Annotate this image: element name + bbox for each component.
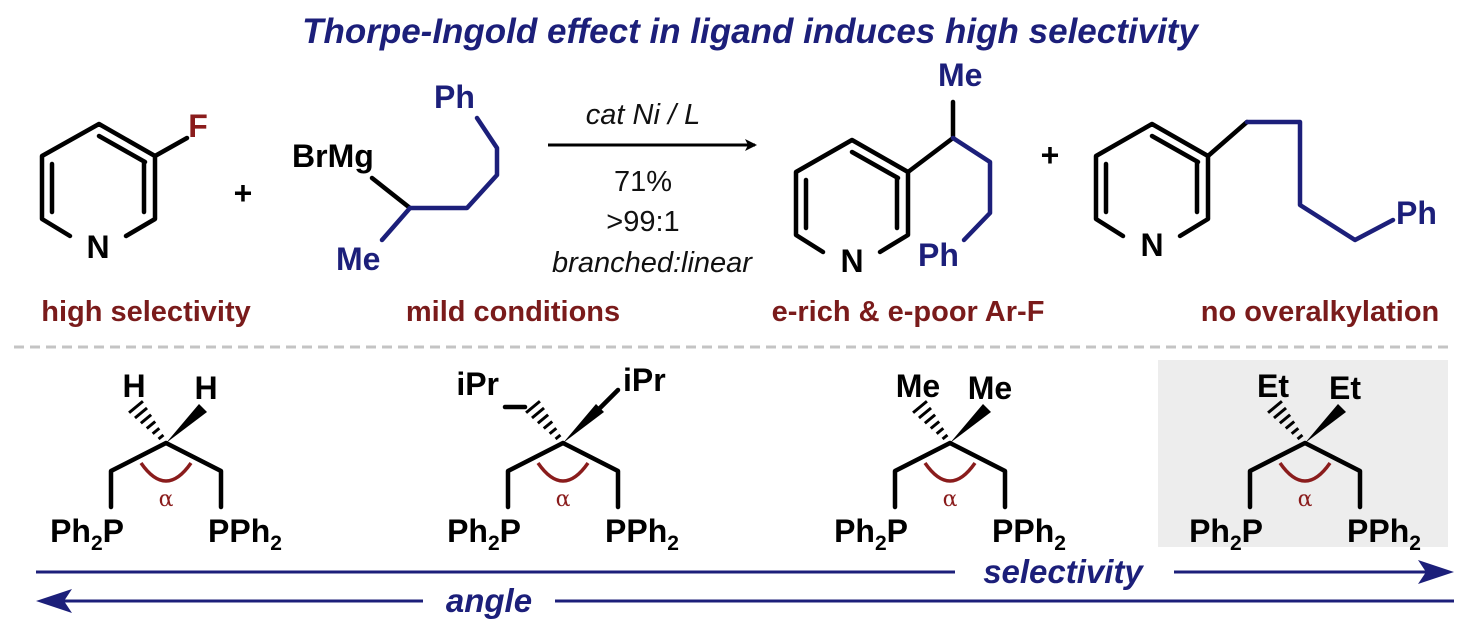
reactant-grignard: BrMg Ph Me	[292, 79, 500, 277]
plus-sign-1: +	[234, 175, 253, 211]
bite-angle-arc	[139, 461, 193, 483]
plus-sign-2: +	[1041, 137, 1060, 173]
bite-angle-arc	[1278, 461, 1332, 483]
hash-stroke	[151, 427, 161, 435]
ratio-description: branched:linear	[552, 247, 753, 279]
ring-nitrogen-label: N	[86, 229, 109, 265]
hash-stroke	[145, 420, 157, 430]
ligand-right-substituent: Me	[968, 370, 1012, 406]
selectivity-label: selectivity	[983, 553, 1144, 590]
angle-label: angle	[446, 582, 532, 619]
grignard-phenyl-label: Ph	[434, 79, 475, 115]
caption-high-selectivity: high selectivity	[41, 296, 251, 328]
hash-stroke	[536, 413, 550, 425]
product-phenyl-label: Ph	[918, 237, 959, 273]
product-methyl-label: Me	[938, 57, 982, 93]
hash-stroke	[941, 433, 949, 441]
product-branched: Me Ph N	[793, 57, 993, 279]
highlight-box	[1158, 360, 1448, 547]
ligand-backbone	[892, 440, 1008, 510]
linear-phenyl-label: Ph	[1396, 195, 1437, 231]
ligand-right-substituent: iPr	[623, 362, 666, 398]
grignard-metal-label: BrMg	[292, 138, 374, 174]
product-nitrogen-label: N	[840, 243, 863, 279]
ligand-left-substituent: iPr	[456, 366, 499, 402]
caption-aryl-fluoride-scope: e-rich & e-poor Ar-F	[772, 296, 1045, 328]
hash-stroke	[1278, 413, 1292, 425]
hashed-bond	[128, 400, 165, 441]
bite-angle-label: α	[943, 487, 958, 512]
hash-stroke	[157, 433, 165, 441]
hash-stroke	[1290, 427, 1300, 435]
hash-stroke	[531, 406, 545, 420]
bite-angle-arc	[923, 461, 977, 483]
linear-nitrogen-label: N	[1140, 227, 1163, 263]
bite-angle-label: α	[556, 487, 571, 512]
ligand-right-phosphine: PPh2	[992, 513, 1066, 555]
ligand-left-substituent: Me	[896, 368, 940, 404]
wedge-bond	[1305, 404, 1346, 443]
angle-arrowhead	[36, 589, 72, 613]
hash-stroke	[935, 427, 945, 435]
hashed-bond	[912, 400, 949, 441]
hash-stroke	[929, 420, 941, 430]
hash-stroke	[1284, 420, 1296, 430]
hash-stroke	[548, 427, 558, 435]
hash-stroke	[525, 400, 541, 414]
hash-stroke	[554, 433, 562, 441]
hash-stroke	[139, 413, 153, 425]
wedge-bond	[166, 404, 207, 443]
hash-stroke	[542, 420, 554, 430]
ligand-right-phosphine: PPh2	[605, 513, 679, 555]
wedge-bond	[563, 404, 604, 443]
hash-stroke	[1296, 433, 1304, 441]
hash-stroke	[134, 406, 148, 420]
ligand-left-phosphine: Ph2P	[834, 513, 908, 555]
selectivity-arrowhead	[1418, 560, 1454, 584]
hash-stroke	[912, 400, 928, 414]
product-linear: Ph N	[1093, 119, 1437, 263]
ligand-right-phosphine: PPh2	[208, 513, 282, 555]
ratio-label: >99:1	[606, 206, 679, 238]
fluorine-label: F	[188, 108, 208, 144]
grignard-methyl-label: Me	[336, 241, 380, 277]
ligand-1: α H H Ph2P PPh2	[50, 368, 282, 555]
bite-angle-label: α	[1298, 487, 1313, 512]
ligand-right-substituent: H	[194, 370, 217, 406]
hash-stroke	[923, 413, 937, 425]
bite-angle-label: α	[159, 487, 174, 512]
ligand-left-substituent: H	[122, 368, 145, 404]
ligand-left-phosphine: Ph2P	[447, 513, 521, 555]
bite-angle-arc	[536, 461, 590, 483]
ligand-backbone	[1247, 440, 1363, 510]
ligand-left-phosphine: Ph2P	[50, 513, 124, 555]
catalyst-label: cat Ni / L	[586, 99, 700, 131]
hash-stroke	[1273, 406, 1287, 420]
ligand-right-phosphine: PPh2	[1347, 513, 1421, 555]
reactant-fluoropyridine: F N	[39, 108, 208, 265]
ligand-backbone	[108, 440, 224, 510]
yield-label: 71%	[614, 166, 672, 198]
hashed-bond	[525, 400, 562, 441]
wedge-bond	[950, 404, 991, 443]
trend-arrows: selectivity angle	[36, 553, 1454, 619]
hash-stroke	[128, 400, 144, 414]
ligand-right-substituent: Et	[1329, 370, 1361, 406]
caption-no-overalkylation: no overalkylation	[1201, 296, 1440, 328]
caption-mild-conditions: mild conditions	[406, 296, 620, 328]
scheme-title: Thorpe-Ingold effect in ligand induces h…	[302, 12, 1199, 51]
hash-stroke	[918, 406, 932, 420]
hashed-bond	[1267, 400, 1304, 441]
ligand-left-phosphine: Ph2P	[1189, 513, 1263, 555]
ligand-left-substituent: Et	[1257, 368, 1289, 404]
ligand-backbone	[505, 440, 621, 510]
hash-stroke	[1267, 400, 1283, 414]
ipr-right-tail	[597, 387, 621, 411]
